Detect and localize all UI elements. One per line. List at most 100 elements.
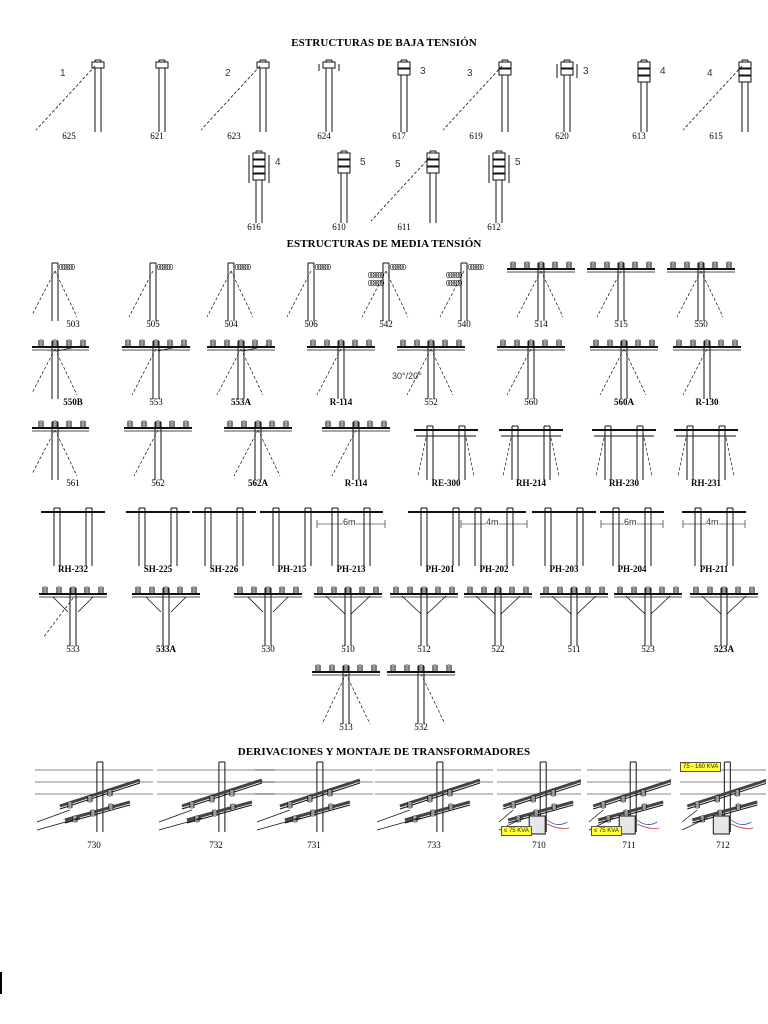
kva-rating-tag: 75 - 160 KVA <box>680 762 722 772</box>
media-structure-504: 504 <box>190 257 272 333</box>
structure-code: RH-231 <box>691 478 721 488</box>
conductor-count-label: 3 <box>467 68 473 79</box>
media-structure-561: 561 <box>32 416 114 492</box>
structure-code: 617 <box>392 131 406 141</box>
kva-rating-tag: ≤ 75 KVA <box>501 826 532 836</box>
derivacion-733: 733 <box>375 760 493 850</box>
structure-code: 620 <box>555 131 569 141</box>
span-length-label: 4m <box>706 517 719 527</box>
structure-code: 510 <box>341 644 355 654</box>
span-length-label: 6m <box>624 517 637 527</box>
media-structure-560: 560 <box>490 335 572 411</box>
conductor-count-label: 2 <box>225 68 231 79</box>
structure-drawing <box>637 59 651 132</box>
structure-code: SH-225 <box>143 564 173 574</box>
media-structure-rh-232: RH-232 <box>32 498 114 574</box>
media-structure-530: 530 <box>227 582 309 658</box>
conductor-count-label: 4 <box>707 68 713 79</box>
conductor-count-label: 4 <box>660 66 666 77</box>
media-structure-533a: 533A <box>125 582 207 658</box>
structure-drawing <box>397 59 411 132</box>
structure-code: 553 <box>149 397 163 407</box>
structure-code: 523 <box>641 644 655 654</box>
structure-code: 503 <box>66 319 80 329</box>
structure-drawing <box>192 507 256 566</box>
structure-code: 711 <box>622 840 636 850</box>
structure-code: 550 <box>694 319 708 329</box>
structure-drawing <box>682 507 746 566</box>
media-structure-532: 532 <box>380 660 462 736</box>
structure-code: 505 <box>146 319 160 329</box>
structure-code: RE-300 <box>431 478 461 488</box>
media-structure-562: 562 <box>117 416 199 492</box>
structure-code: PH-203 <box>549 564 579 574</box>
structure-code: 731 <box>307 840 321 850</box>
structure-code: 625 <box>62 131 76 141</box>
media-structure-sh-225: SH-225 <box>117 498 199 574</box>
structure-code: 710 <box>532 840 546 850</box>
structure-code: RH-230 <box>609 478 639 488</box>
structure-code: 506 <box>304 319 318 329</box>
media-structure-rh-230: RH-230 <box>583 416 665 492</box>
baja-structure-617: 3 617 <box>360 52 438 142</box>
baja-structure-621: 621 <box>118 52 196 142</box>
structure-code: 514 <box>534 319 548 329</box>
structure-drawing <box>497 761 581 835</box>
conductor-count-label: 5 <box>395 159 401 170</box>
derivacion-712: 75 - 160 KVA 712 <box>680 760 766 850</box>
media-structure-550b: 550B <box>32 335 114 411</box>
media-structure-505: 505 <box>112 257 194 333</box>
structure-drawing <box>126 507 190 566</box>
structure-drawing <box>200 59 270 132</box>
media-structure-542: 542 <box>345 257 427 333</box>
structure-drawing <box>370 150 440 223</box>
structure-code: 610 <box>332 222 346 232</box>
structure-code: RH-232 <box>58 564 88 574</box>
structure-drawing <box>590 339 658 399</box>
structure-drawing <box>32 339 89 399</box>
structure-drawing <box>414 425 478 480</box>
section-title-baja: ESTRUCTURAS DE BAJA TENSIÓN <box>291 37 477 49</box>
structure-drawing <box>442 59 512 132</box>
structure-code: 515 <box>614 319 628 329</box>
structure-drawing <box>587 761 671 835</box>
structure-drawing <box>318 59 340 132</box>
media-structure-r-114: R-114 <box>300 335 382 411</box>
conductor-count-label: 4 <box>275 157 281 168</box>
structure-drawing <box>307 339 375 399</box>
structure-drawing <box>234 586 302 646</box>
span-length-label: 6m <box>343 517 356 527</box>
media-structure-ph-201: PH-201 <box>399 498 481 574</box>
structure-code: 560A <box>614 397 634 407</box>
structure-code: 560 <box>524 397 538 407</box>
media-structure-sh-226: SH-226 <box>183 498 265 574</box>
structure-code: 712 <box>716 840 730 850</box>
structure-code: R-114 <box>329 397 353 407</box>
media-structure-re-300: RE-300 <box>405 416 487 492</box>
structure-drawing <box>128 262 174 321</box>
structure-code: 552 <box>424 397 438 407</box>
structure-drawing <box>375 761 493 832</box>
structure-drawing <box>397 339 465 399</box>
structure-drawing <box>507 261 575 321</box>
structure-code: 532 <box>414 722 428 732</box>
structure-drawing <box>600 507 664 566</box>
conductor-count-label: 3 <box>420 66 426 77</box>
structure-drawing <box>122 339 190 399</box>
structure-code: 562A <box>248 478 268 488</box>
structure-drawing <box>124 420 192 480</box>
structure-code: 732 <box>209 840 223 850</box>
structure-drawing <box>460 507 528 566</box>
structure-code: 504 <box>224 319 238 329</box>
structure-code: 615 <box>709 131 723 141</box>
baja-structure-624: 624 <box>285 52 363 142</box>
structure-code: 522 <box>491 644 505 654</box>
